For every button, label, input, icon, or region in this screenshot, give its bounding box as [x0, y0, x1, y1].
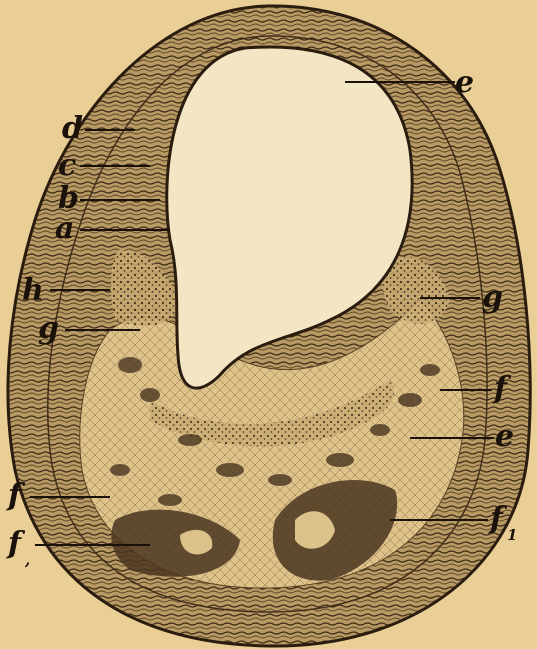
label-c: c — [58, 148, 76, 183]
label-e-right: e — [495, 419, 514, 454]
label-g-right: g — [482, 280, 503, 315]
label-e-top: e — [455, 65, 474, 100]
label-f1-left: f — [6, 526, 26, 561]
label-d: d — [62, 111, 83, 146]
label-f1-left-sub: , — [24, 551, 30, 569]
label-f1-right-sub: 1 — [507, 526, 517, 544]
label-g-left: g — [38, 311, 59, 346]
label-h: h — [22, 273, 44, 308]
label-a: a — [55, 211, 74, 246]
